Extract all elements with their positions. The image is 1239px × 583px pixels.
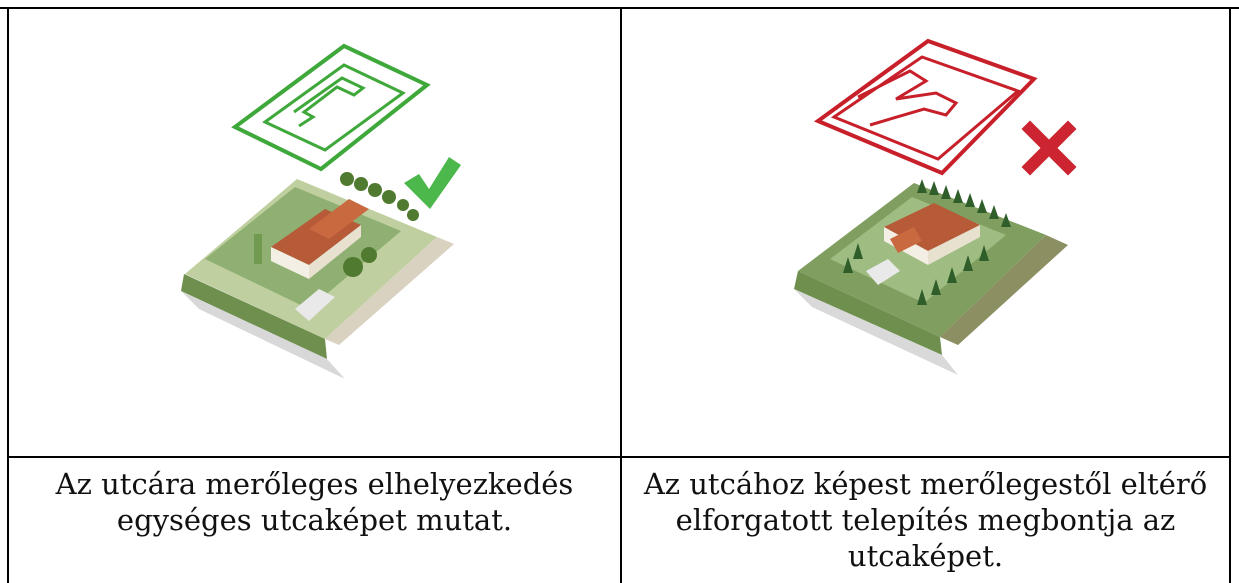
caption-right-line-3: utcaképet. <box>847 539 1004 573</box>
caption-cell-right: Az utcához képest merőlegestől eltérő el… <box>622 458 1229 583</box>
caption-right-line-2: elforgatott telepítés megbontja az <box>675 503 1176 537</box>
rotated-placement-illustration <box>794 38 1077 375</box>
illustration-cell-left <box>9 9 620 456</box>
plot-outline-red <box>813 38 1038 176</box>
caption-left-line-1: Az utcára merőleges elhelyezkedés <box>55 467 574 501</box>
cross-icon <box>1021 120 1077 176</box>
table-divider-horizontal <box>7 456 1231 458</box>
site-plan-left <box>181 172 454 379</box>
caption-cell-left: Az utcára merőleges elhelyezkedés egység… <box>9 458 620 583</box>
plot-outline-green <box>231 43 431 172</box>
perpendicular-placement-illustration <box>181 43 461 379</box>
caption-right: Az utcához képest merőlegestől eltérő el… <box>624 466 1227 574</box>
site-plan-right <box>794 179 1068 375</box>
illustration-cell-right <box>622 9 1229 456</box>
table-divider-vertical <box>620 7 622 583</box>
table-border-right <box>1229 7 1231 583</box>
caption-left-line-2: egységes utcaképet mutat. <box>116 503 513 537</box>
caption-left: Az utcára merőleges elhelyezkedés egység… <box>36 466 594 538</box>
checkmark-icon <box>404 157 461 209</box>
table-border-top <box>0 7 1239 9</box>
caption-right-line-1: Az utcához képest merőlegestől eltérő <box>643 467 1208 501</box>
table-border-left <box>7 7 9 583</box>
